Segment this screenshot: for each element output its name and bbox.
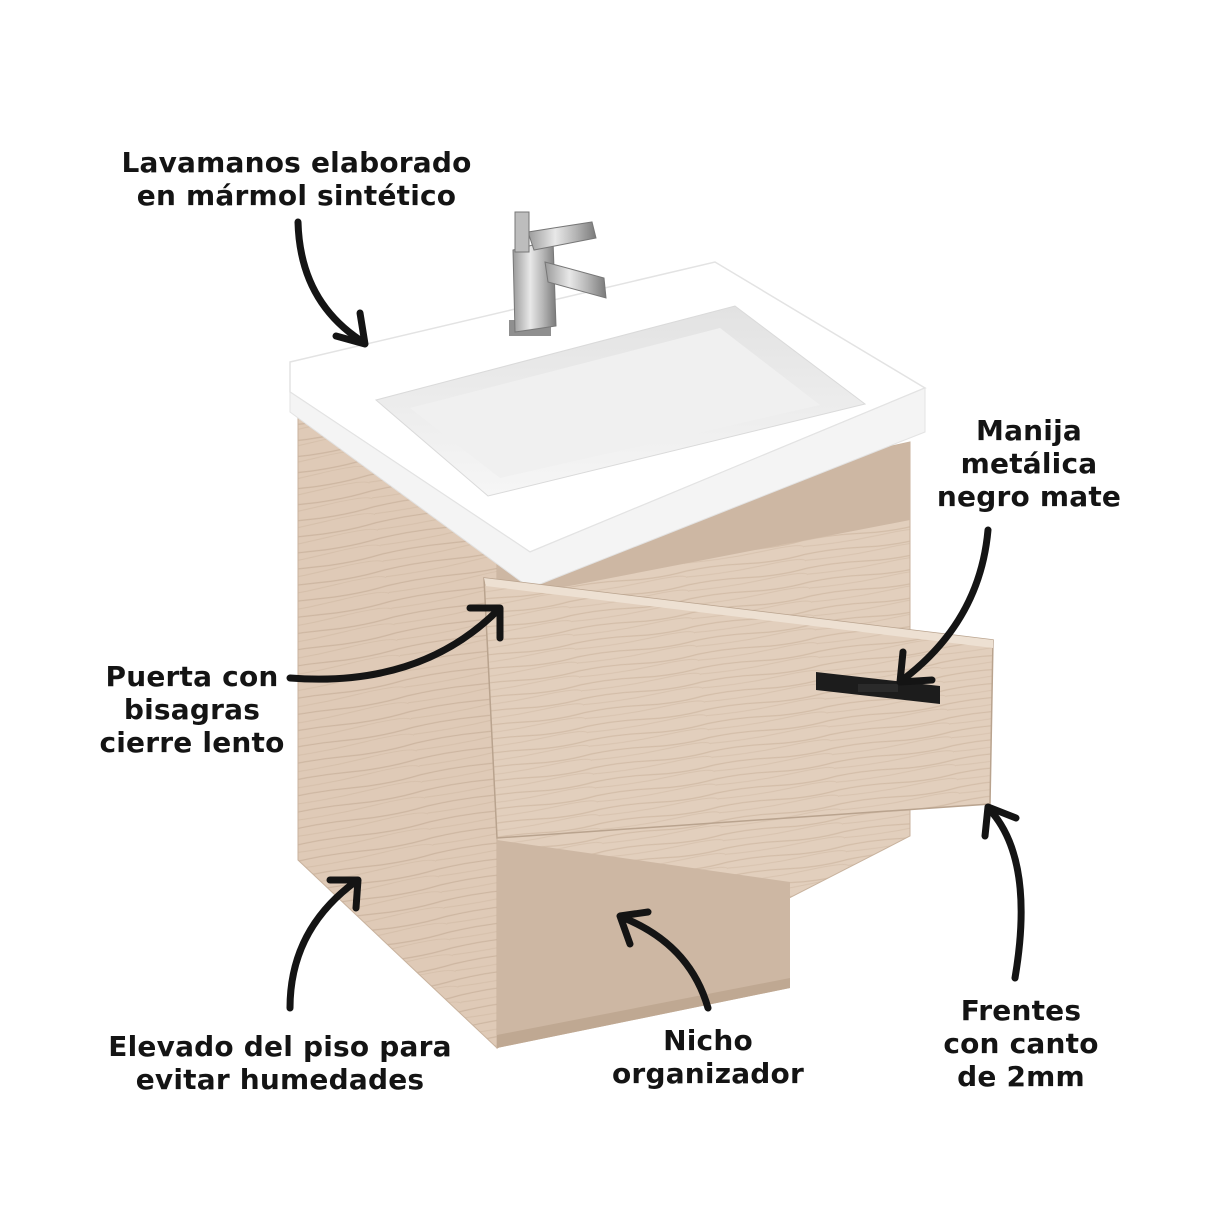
callout-door-line-1: Puerta con (105, 660, 279, 693)
faucet-icon (509, 211, 607, 336)
callout-niche-line-1: Nicho (663, 1024, 753, 1057)
callout-handle-line-1: Manija (976, 414, 1082, 447)
callout-niche-line-2: organizador (612, 1057, 804, 1090)
callout-elevated-line-2: evitar humedades (135, 1063, 425, 1096)
door-panel (483, 577, 994, 839)
callout-handle-line-2: metálica (960, 447, 1098, 480)
arrow-niche-head (616, 908, 652, 948)
callout-handle: Manija metálica negro mate (920, 414, 1138, 513)
callout-fronts-line-2: con canto (943, 1027, 1099, 1060)
arrow-fronts-head (981, 803, 1020, 840)
arrow-handle (901, 526, 992, 682)
callout-fronts-line-3: de 2mm (957, 1060, 1085, 1093)
callout-niche: Nicho organizador (598, 1024, 818, 1090)
marble-top-edge (289, 387, 926, 589)
arrow-sink-head (332, 309, 369, 348)
door-edge (484, 578, 993, 648)
callout-fronts: Frentes con canto de 2mm (928, 994, 1114, 1093)
arrow-niche (620, 914, 712, 1012)
callout-door: Puerta con bisagras cierre lento (88, 660, 296, 759)
niche-floor (497, 978, 790, 1048)
callout-sink-line-2: en mármol sintético (136, 179, 457, 212)
arrow-fronts (986, 806, 1025, 982)
arrow-handle-head (896, 648, 936, 686)
callout-door-line-2: bisagras (123, 693, 261, 726)
callout-sink-line-1: Lavamanos elaborado (121, 146, 472, 179)
arrow-door-head (466, 604, 504, 642)
callout-fronts-line-1: Frentes (960, 994, 1082, 1027)
arrow-elevated-head (326, 876, 362, 912)
basin-inner (410, 328, 820, 478)
handle-icon (816, 672, 940, 704)
callout-handle-line-3: negro mate (936, 480, 1122, 513)
callout-sink: Lavamanos elaborado en mármol sintético (104, 146, 489, 212)
arrow-door (286, 606, 502, 683)
arrow-elevated (286, 878, 359, 1012)
callout-elevated-line-1: Elevado del piso para (108, 1030, 452, 1063)
callout-elevated: Elevado del piso para evitar humedades (96, 1030, 464, 1096)
arrow-sink (294, 218, 364, 344)
callout-door-line-3: cierre lento (99, 726, 285, 759)
